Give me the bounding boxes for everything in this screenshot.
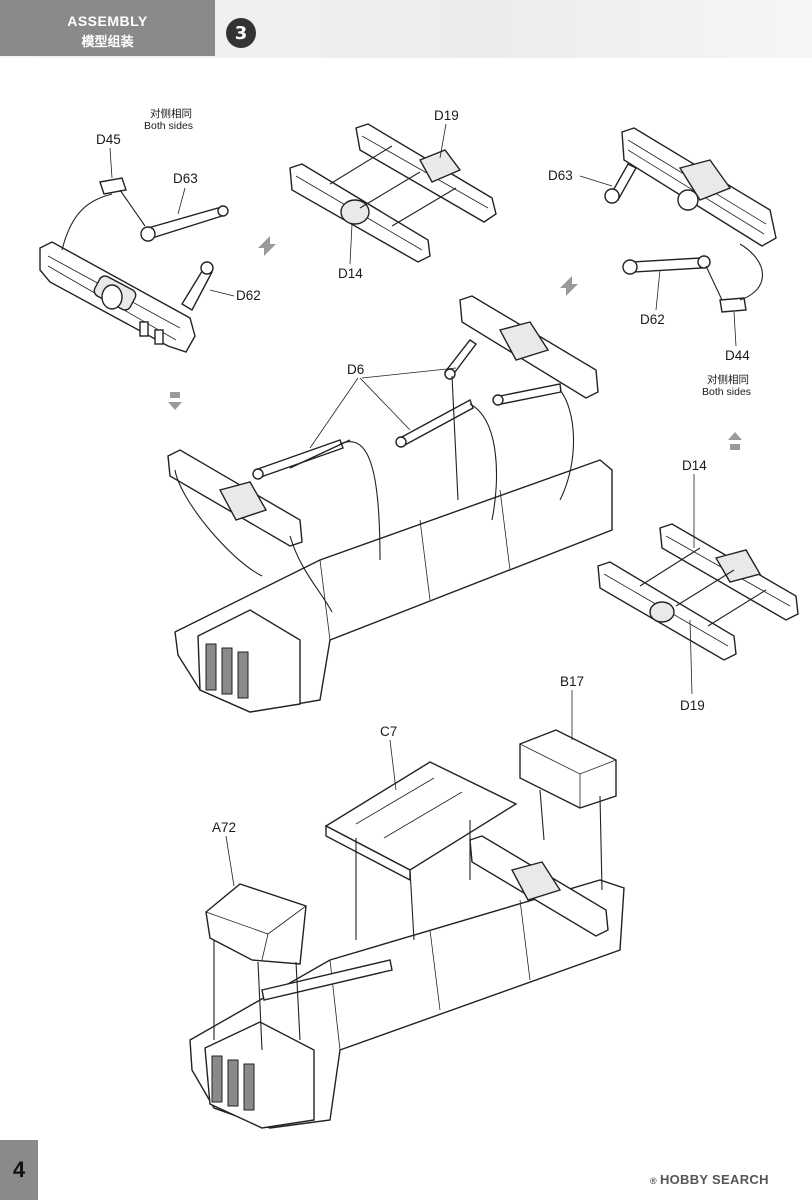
left-axle-subassembly bbox=[39, 241, 214, 353]
part-a72 bbox=[205, 883, 307, 965]
center-axle-d19 bbox=[355, 123, 497, 223]
page-number: 4 bbox=[0, 1140, 38, 1200]
part-d6-rods bbox=[252, 339, 562, 480]
label-d44: D44 bbox=[725, 348, 750, 363]
watermark-text: HOBBY SEARCH bbox=[659, 1172, 769, 1187]
middle-chassis bbox=[167, 295, 613, 713]
lower-chassis bbox=[189, 835, 625, 1129]
arrow-down-icon bbox=[168, 392, 182, 410]
label-a72: A72 bbox=[212, 820, 236, 835]
label-d19-top: D19 bbox=[434, 108, 459, 123]
label-d6: D6 bbox=[347, 362, 364, 377]
label-d14-right: D14 bbox=[682, 458, 707, 473]
right-axle-d14 bbox=[659, 523, 799, 621]
center-axle-d14 bbox=[289, 163, 431, 263]
arrow-down-left-icon bbox=[560, 276, 578, 296]
label-d14-top: D14 bbox=[338, 266, 363, 281]
part-d63-left bbox=[140, 205, 229, 242]
right-axle-d19 bbox=[597, 561, 737, 661]
part-d45 bbox=[99, 177, 127, 195]
label-c7: C7 bbox=[380, 724, 397, 739]
part-b17 bbox=[519, 729, 617, 809]
label-d63-left: D63 bbox=[173, 171, 198, 186]
section-title-cn: 模型组装 bbox=[81, 34, 134, 49]
arrow-up-icon bbox=[728, 432, 742, 450]
watermark-mark: ® bbox=[650, 1176, 657, 1186]
note-both-sides-right-en: Both sides bbox=[702, 386, 751, 398]
note-both-sides-left-cn: 对侧相同 bbox=[150, 107, 192, 120]
step-number-badge: 3 bbox=[226, 18, 256, 48]
watermark: ®HOBBY SEARCH bbox=[650, 1172, 769, 1187]
arrow-down-left-icon bbox=[258, 236, 276, 256]
label-d63-right: D63 bbox=[548, 168, 573, 183]
section-title-en: ASSEMBLY bbox=[67, 13, 148, 29]
part-d44 bbox=[719, 297, 747, 313]
label-d62-left: D62 bbox=[236, 288, 261, 303]
right-axle-subassembly bbox=[604, 127, 777, 247]
label-d62-right: D62 bbox=[640, 312, 665, 327]
note-both-sides-right-cn: 对侧相同 bbox=[707, 373, 749, 386]
label-d19-right: D19 bbox=[680, 698, 705, 713]
label-b17: B17 bbox=[560, 674, 584, 689]
note-both-sides-left-en: Both sides bbox=[144, 120, 193, 132]
label-d45: D45 bbox=[96, 132, 121, 147]
section-tag: ASSEMBLY 模型组装 bbox=[0, 0, 215, 56]
part-d62-right bbox=[622, 255, 711, 275]
